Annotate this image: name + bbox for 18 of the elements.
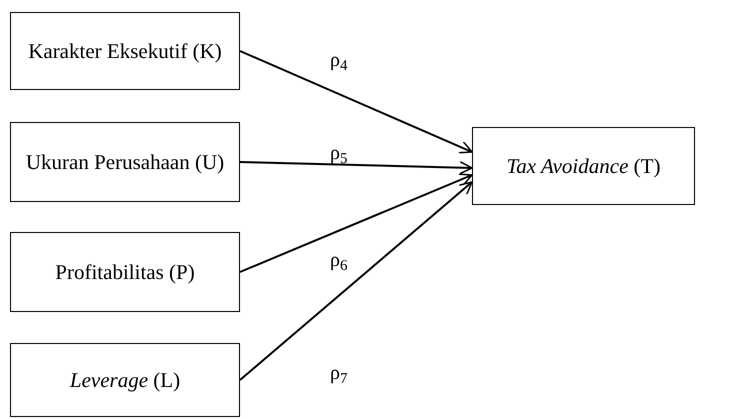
arrow xyxy=(240,50,473,154)
edge-label: ρ$_{4}$ xyxy=(330,50,348,70)
variable-label: Profitabilitas (P) xyxy=(55,259,195,285)
variable-box xyxy=(10,343,240,417)
variable-box xyxy=(472,127,695,205)
variable-label: Karakter Eksekutif (K) xyxy=(28,38,222,64)
edge-label: ρ$_{7}$ xyxy=(330,363,348,383)
variable-label: Leverage (L) xyxy=(70,367,180,393)
arrow xyxy=(240,173,473,273)
variable-box xyxy=(10,12,240,90)
variable-box xyxy=(10,232,240,312)
variable-label: Ukuran Perusahaan (U) xyxy=(26,149,224,175)
variable-label: Tax Avoidance (T) xyxy=(506,153,660,179)
arrow xyxy=(239,181,473,381)
variable-box xyxy=(10,122,240,202)
edge-label: ρ$_{6}$ xyxy=(330,250,348,270)
edge-label: ρ$_{5}$ xyxy=(330,143,348,163)
arrow xyxy=(240,160,473,174)
